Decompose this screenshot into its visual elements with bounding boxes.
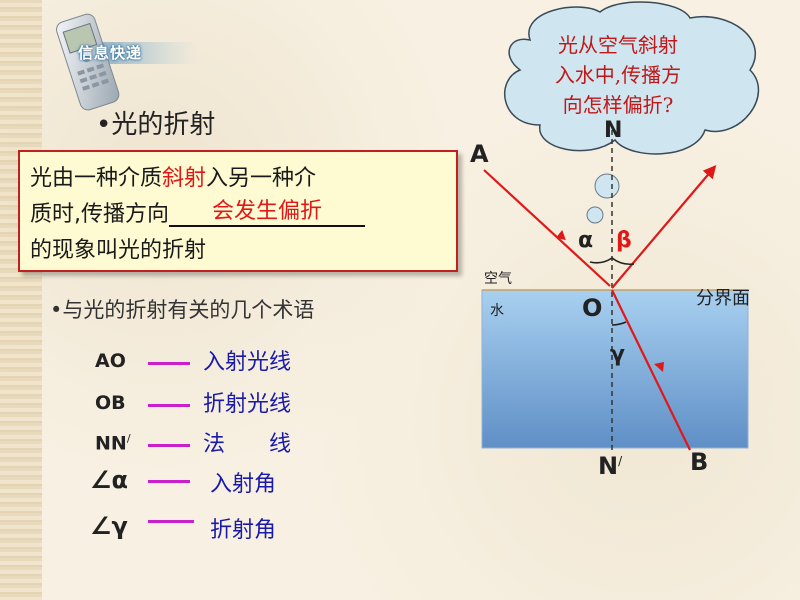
term-dash [148, 404, 190, 407]
label-interface: 分界面 [696, 288, 750, 309]
decorative-left-band [0, 0, 42, 600]
refracted-ray [611, 289, 691, 451]
label-beta: β [616, 228, 632, 253]
term-label-incidence-angle: 入射角 [210, 472, 277, 497]
definition-box: 光由一种介质斜射入另一种介 质时,传播方向会发生偏折 的现象叫光的折射 [18, 150, 458, 272]
label-n: N [604, 118, 623, 143]
term-abbr-nn: NN/ [95, 432, 131, 455]
term-abbr-alpha: ∠α [90, 466, 129, 494]
angle-alpha-arc [589, 257, 613, 264]
refracted-arrow-icon [654, 362, 664, 372]
term-label-refraction-angle: 折射角 [210, 518, 277, 543]
label-b: B [690, 448, 709, 476]
refraction-diagram [481, 1, 760, 452]
definition-line-2: 质时,传播方向会发生偏折 [30, 196, 365, 230]
term-dash [148, 480, 190, 483]
term-label-normal: 法 线 [203, 432, 292, 457]
definition-line-1: 光由一种介质斜射入另一种介 [30, 166, 317, 191]
label-gamma: γ [610, 342, 625, 367]
terms-title: •与光的折射有关的几个术语 [50, 298, 315, 322]
thought-bubble [504, 1, 760, 224]
logo-text: 信息快递 [78, 44, 143, 62]
page-title: •光的折射 [96, 110, 216, 140]
angle-gamma-arc [611, 321, 627, 326]
term-abbr-ao: AO [95, 350, 126, 372]
angle-beta-arc [611, 257, 635, 266]
term-label-refracted-ray: 折射光线 [203, 392, 292, 417]
term-abbr-ob: OB [95, 392, 126, 414]
fill-blank-answer: 会发生偏折 [169, 193, 365, 227]
definition-line-3: 的现象叫光的折射 [30, 238, 207, 263]
thought-bubble-text: 光从空气斜射 入水中,传播方 向怎样偏折? [554, 33, 682, 117]
reflected-ray [611, 164, 717, 289]
label-o: O [582, 294, 603, 322]
phone-logo-icon [56, 13, 198, 111]
term-dash [148, 362, 190, 365]
label-n-prime: N/ [598, 452, 623, 480]
term-abbr-gamma: ∠γ [90, 512, 128, 540]
incident-arrow-icon [555, 230, 566, 241]
term-dash [148, 520, 194, 523]
term-label-incident-ray: 入射光线 [203, 350, 292, 375]
label-water: 水 [490, 303, 504, 319]
label-alpha: α [578, 228, 594, 253]
term-dash [148, 444, 190, 447]
label-air: 空气 [484, 271, 512, 287]
incident-ray [483, 169, 611, 287]
water-region [481, 289, 749, 449]
highlight-oblique: 斜射 [162, 166, 207, 191]
label-a: A [470, 140, 489, 168]
